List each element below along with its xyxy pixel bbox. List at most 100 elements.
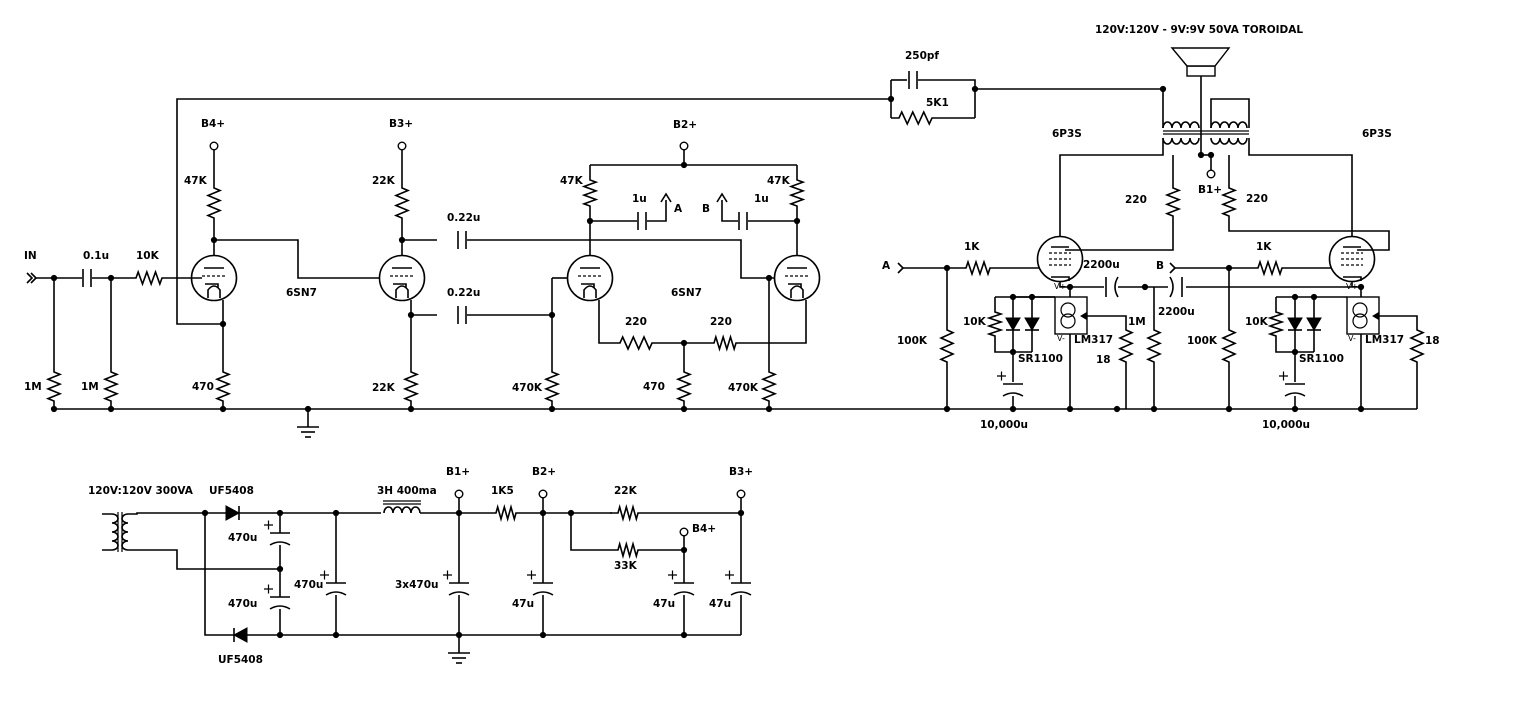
label-r-grid2: 1M xyxy=(81,381,99,393)
cathode-resistor xyxy=(706,334,744,352)
dropping-resistor xyxy=(610,504,646,522)
tube-envelope xyxy=(566,254,614,302)
diode-icon xyxy=(1287,317,1303,331)
reservoir-capacitor xyxy=(264,520,291,546)
tube-cathode xyxy=(205,283,219,288)
b2-terminal xyxy=(679,141,689,151)
label-r47k-3: 47K xyxy=(767,175,791,187)
junction-dot xyxy=(1357,405,1365,413)
wire xyxy=(214,239,380,279)
tube-envelope xyxy=(773,254,821,302)
filter-capacitor xyxy=(1279,371,1306,397)
label-tube-6p3s-2: 6P3S xyxy=(1362,128,1392,140)
input-arrow-icon xyxy=(30,272,38,284)
label-tube-6sn7-2: 6SN7 xyxy=(671,287,702,299)
label-r1k5: 1K5 xyxy=(491,485,514,497)
diode-triangle xyxy=(1005,317,1021,331)
diode-triangle xyxy=(1287,317,1303,331)
label-c-in: 0.1u xyxy=(83,250,109,262)
label-diode-sr-1: SR1100 xyxy=(1018,353,1063,365)
grid-resistor xyxy=(760,364,778,409)
node-a-arrow-icon xyxy=(660,192,672,203)
filter-capacitor xyxy=(527,570,554,596)
diode-icon xyxy=(1005,317,1021,331)
label-b4-ps: B4+ xyxy=(692,523,716,535)
choke-inductor-icon xyxy=(383,500,421,514)
wire xyxy=(128,512,226,515)
label-c1u-b: 1u xyxy=(754,193,769,205)
feedback-capacitor xyxy=(908,71,918,89)
current-set-resistor xyxy=(1409,322,1425,370)
label-r220-d: 220 xyxy=(1246,193,1268,205)
label-r470-1: 470 xyxy=(192,381,214,393)
label-r47k-1: 47K xyxy=(184,175,208,187)
junction-dot xyxy=(680,631,688,639)
capacitor-curved-plate xyxy=(325,591,347,596)
label-c10000-2: 10,000u xyxy=(1262,419,1310,431)
label-c2200-1: 2200u xyxy=(1083,259,1120,271)
regulator-arrow xyxy=(1080,312,1087,320)
wire xyxy=(721,200,738,222)
filter-capacitor xyxy=(443,570,470,596)
capacitor-curved-plate xyxy=(269,605,291,610)
plus-sign-icon xyxy=(264,584,273,594)
wire xyxy=(647,200,667,222)
plate-resistor xyxy=(581,172,599,214)
wire xyxy=(1065,224,1174,251)
wire xyxy=(176,98,891,325)
junction-dot xyxy=(1066,405,1074,413)
regulator-circle xyxy=(1060,302,1076,318)
transformer-winding xyxy=(111,513,129,551)
capacitor-curved-plate xyxy=(1169,276,1174,298)
triode-tube-icon xyxy=(190,254,238,302)
junction-dot xyxy=(539,631,547,639)
label-r470k-1: 470K xyxy=(512,382,543,394)
label-in: IN xyxy=(24,250,37,262)
junction-dot xyxy=(1291,405,1299,413)
plus-sign-icon xyxy=(1279,371,1288,381)
tube-heater xyxy=(583,285,597,298)
plus-sign-icon xyxy=(320,570,329,580)
label-c10000-1: 10,000u xyxy=(980,419,1028,431)
grid-leak-resistor xyxy=(939,322,955,370)
components xyxy=(26,47,1425,664)
secondary-winding xyxy=(1162,121,1248,129)
pentode-tube-icon xyxy=(1036,235,1084,283)
wire xyxy=(590,239,775,279)
label-r22k-top: 22K xyxy=(372,175,396,187)
input-b-arrow-icon xyxy=(1169,262,1177,274)
wire xyxy=(1248,138,1353,236)
label-r47k-2: 47K xyxy=(560,175,584,187)
tube-envelope xyxy=(378,254,426,302)
junction-dot xyxy=(1159,85,1167,93)
label-vplus-1: V+ xyxy=(1054,282,1066,291)
regulator-arrow xyxy=(1372,312,1379,320)
b3-terminal xyxy=(397,141,407,151)
label-c022-bot: 0.22u xyxy=(447,287,480,299)
dropping-resistor xyxy=(610,541,646,559)
wire xyxy=(744,300,807,344)
label-r22k-bot: 22K xyxy=(372,382,396,394)
tube-cathode xyxy=(393,283,407,288)
junction-dot xyxy=(1225,405,1233,413)
tube-envelope xyxy=(1328,235,1376,283)
plus-sign-icon xyxy=(997,371,1006,381)
b2-terminal xyxy=(538,489,548,499)
label-r470k-2: 470K xyxy=(728,382,759,394)
diode-triangle xyxy=(1306,317,1322,331)
output-capacitor xyxy=(738,212,748,230)
filter-capacitor xyxy=(668,570,695,596)
label-c47-1: 47u xyxy=(512,598,534,610)
tube-heater xyxy=(395,285,409,298)
label-b3-ps: B3+ xyxy=(729,466,753,478)
screen-resistor xyxy=(1220,180,1238,224)
wire xyxy=(1210,98,1250,128)
label-uf-top: UF5408 xyxy=(209,485,254,497)
triode-tube-icon xyxy=(378,254,426,302)
label-node-a-in: A xyxy=(882,260,891,272)
label-b1-top: B1+ xyxy=(1198,184,1222,196)
capacitor-curved-plate xyxy=(673,591,695,596)
plus-sign-icon xyxy=(668,570,677,580)
label-c2200-2: 2200u xyxy=(1158,306,1195,318)
